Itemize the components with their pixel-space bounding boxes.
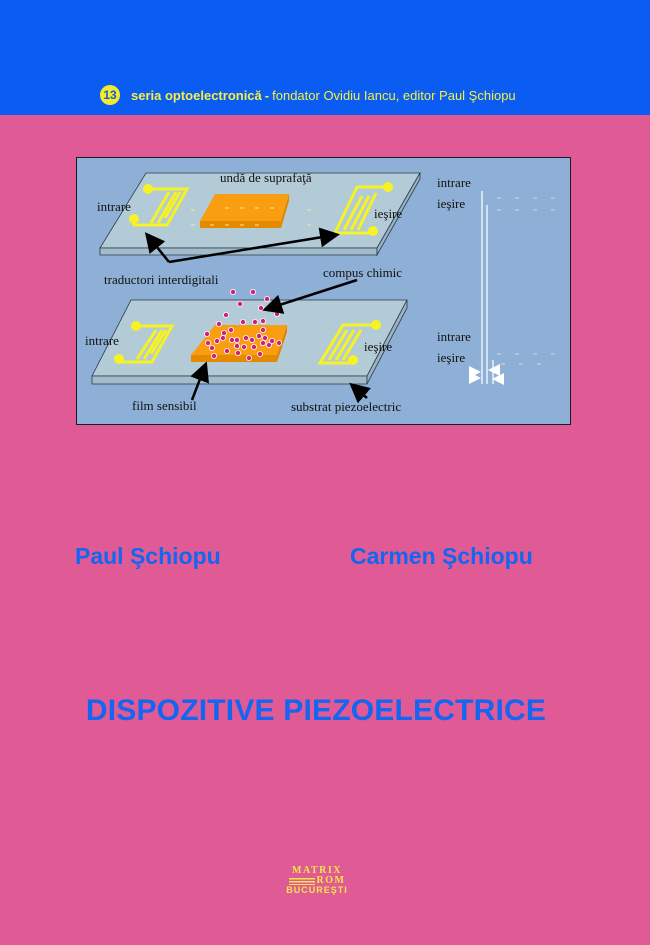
molecule-dot [273, 310, 280, 317]
molecule-dot [265, 341, 272, 348]
pointer-arrows [190, 278, 371, 404]
molecule-dot [236, 300, 243, 307]
label-piezo-substrate: substrat piezoelectric [291, 399, 402, 414]
molecule-dot [268, 337, 275, 344]
label-side-output-top: ieşire [437, 196, 466, 211]
molecule-dot [257, 304, 264, 311]
bottom-left-transducer [114, 321, 175, 364]
molecule-dot [256, 350, 263, 357]
molecule-dot [213, 337, 220, 344]
molecule-dot [234, 349, 241, 356]
molecule-dot [220, 329, 227, 336]
author-1: Paul Şchiopu [75, 543, 221, 569]
series-credits: fondator Ovidiu Iancu, editor Paul Şchio… [272, 87, 516, 103]
molecule-dot [240, 343, 247, 350]
molecule-dot [259, 339, 266, 346]
transducer-arrows [144, 227, 340, 264]
chemical-molecules [204, 288, 282, 361]
molecule-dot [223, 347, 230, 354]
publisher-line2: ROM [316, 875, 346, 886]
molecule-dot [263, 295, 270, 302]
publisher-line1: MATRIX [292, 865, 342, 876]
label-surface-wave: undă de suprafaţă [220, 170, 312, 185]
molecule-dot [208, 344, 215, 351]
diagram-graphic [91, 171, 555, 404]
molecule-dot [204, 330, 211, 337]
top-right-transducer [332, 182, 393, 236]
series-name: seria optoelectronică [131, 87, 262, 103]
molecule-dot [239, 318, 246, 325]
label-side-input-bottom: intrare [437, 329, 471, 344]
publisher-line3: BUCUREŞTI [286, 885, 348, 895]
series-separator: - [264, 87, 270, 103]
label-interdigital-transducers: traductori interdigitali [104, 272, 219, 287]
molecule-dot [251, 318, 258, 325]
molecule-dot [255, 332, 262, 339]
publisher-stripes [288, 877, 315, 885]
molecule-dot [259, 317, 266, 324]
molecule-dot [250, 343, 257, 350]
molecule-dot [210, 352, 217, 359]
molecule-dot [228, 336, 235, 343]
molecule-dot [275, 339, 282, 346]
label-chemical-compound: compus chimic [323, 265, 403, 280]
molecule-dot [261, 334, 268, 341]
molecule-dot [249, 288, 256, 295]
label-side-output-bottom: ieşire [437, 350, 466, 365]
top-left-transducer [129, 184, 190, 227]
molecule-dot [248, 336, 255, 343]
label-sensitive-film: film sensibil [132, 398, 197, 413]
series-number-badge: 13 [100, 85, 120, 105]
molecule-dot [222, 311, 229, 318]
label-output-top: ieşire [374, 206, 403, 221]
label-input-top: intrare [97, 199, 131, 214]
publisher-logo: MATRIX ROM BUCUREŞTI [277, 866, 357, 895]
series-header: 13 seria optoelectronică - fondator Ovid… [100, 84, 516, 106]
book-title: DISPOZITIVE PIEZOELECTRICE [85, 694, 547, 727]
molecule-dot [242, 334, 249, 341]
molecule-dot [259, 326, 266, 333]
author-2: Carmen Şchiopu [350, 543, 533, 569]
bottom-right-transducer [317, 320, 381, 365]
label-input-bottom: intrare [85, 333, 119, 348]
molecule-dot [204, 339, 211, 346]
side-view [469, 191, 555, 385]
molecule-dot [215, 320, 222, 327]
surface-wave-dashes [191, 207, 311, 226]
saw-sensor-diagram: undă de suprafaţă intrare ieşire traduct… [76, 157, 571, 425]
label-side-input-top: intrare [437, 175, 471, 190]
top-film-block [191, 194, 311, 228]
molecule-dot [227, 326, 234, 333]
molecule-dot [233, 342, 240, 349]
molecule-dot [245, 354, 252, 361]
molecule-dot [219, 334, 226, 341]
label-output-bottom: ieşire [364, 339, 393, 354]
molecule-dot [229, 288, 236, 295]
molecule-dot [233, 336, 240, 343]
